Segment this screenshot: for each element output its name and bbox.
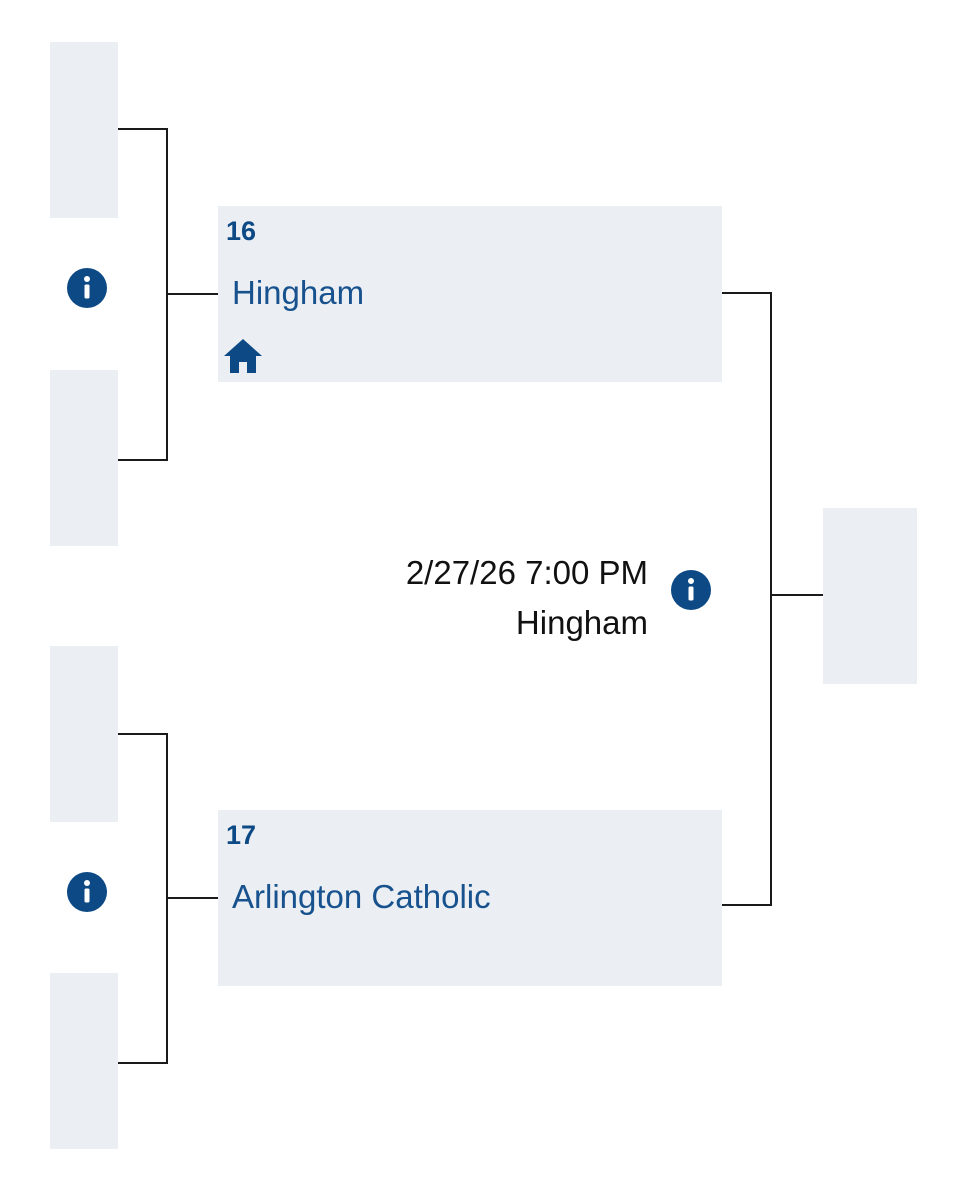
info-icon[interactable] (67, 268, 107, 308)
bracket-connector (770, 594, 823, 596)
info-icon[interactable] (67, 872, 107, 912)
team-card-top[interactable]: 16 Hingham (218, 206, 722, 382)
bracket-connector (118, 128, 168, 130)
bracket-connector (166, 897, 218, 899)
game-datetime: 2/27/26 7:00 PM (405, 554, 648, 591)
bracket-connector (118, 459, 168, 461)
team-name[interactable]: Hingham (232, 274, 365, 311)
team-seed: 17 (226, 820, 257, 850)
game-location: Hingham (515, 604, 648, 641)
team-card-bottom[interactable]: 17 Arlington Catholic (218, 810, 722, 986)
bracket-slot-empty (50, 973, 118, 1149)
bracket-slot-empty (50, 646, 118, 822)
bracket-slot-next-round (823, 508, 917, 684)
game-info-icon[interactable] (671, 570, 711, 610)
bracket-slot-empty (50, 370, 118, 546)
team-name[interactable]: Arlington Catholic (232, 878, 491, 915)
game-details: 2/27/26 7:00 PM Hingham (406, 548, 648, 648)
bracket-connector (722, 904, 772, 906)
bracket-connector (118, 733, 168, 735)
bracket-connector (118, 1062, 168, 1064)
team-seed: 16 (226, 216, 257, 246)
bracket-connector (166, 293, 218, 295)
bracket-connector (722, 292, 772, 294)
home-icon (222, 336, 264, 376)
bracket-connector (770, 292, 772, 906)
bracket-slot-empty (50, 42, 118, 218)
